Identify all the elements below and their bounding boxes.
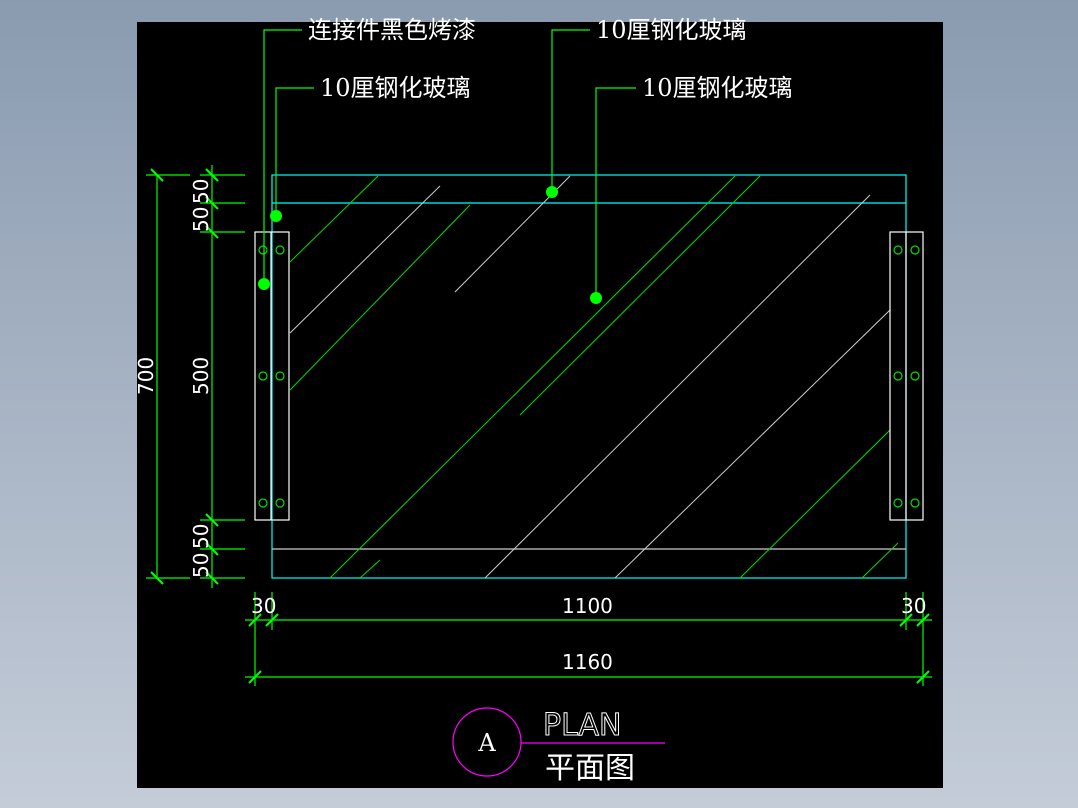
dim-bottom-1: 50: [189, 524, 213, 549]
dim-total-width: 1160: [562, 650, 613, 674]
label-glass-2: 10厘钢化玻璃: [596, 16, 747, 44]
title-chinese: 平面图: [545, 751, 635, 786]
label-glass-1: 10厘钢化玻璃: [320, 74, 471, 102]
dim-left-edge: 30: [251, 594, 276, 618]
section-marker-circle: [452, 707, 522, 777]
glass-panel: [271, 174, 907, 579]
right-connector-bracket: [889, 231, 924, 521]
dim-right-edge: 30: [901, 594, 926, 618]
label-connector: 连接件黑色烤漆: [308, 16, 476, 44]
dim-total-height: 700: [134, 357, 158, 395]
dim-top-1: 50: [189, 179, 213, 204]
left-connector-bracket: [254, 231, 290, 521]
label-glass-3: 10厘钢化玻璃: [642, 74, 793, 102]
title-english: PLAN: [543, 708, 621, 743]
leaders: [258, 29, 636, 304]
bolt-holes: [893, 245, 920, 508]
dim-middle: 500: [189, 357, 213, 395]
glass-hatch: [289, 175, 899, 579]
dimension-texts: 50 50 500 50 50 700 30 1100 30 1160: [134, 179, 926, 674]
dim-glass-width: 1100: [562, 594, 613, 618]
dimension-lines: [146, 165, 932, 686]
dim-bottom-2: 50: [189, 553, 213, 578]
view-title: A PLAN 平面图: [452, 707, 665, 786]
section-marker: A: [477, 729, 496, 757]
dim-top-2: 50: [189, 207, 213, 232]
bolt-holes: [258, 245, 285, 508]
